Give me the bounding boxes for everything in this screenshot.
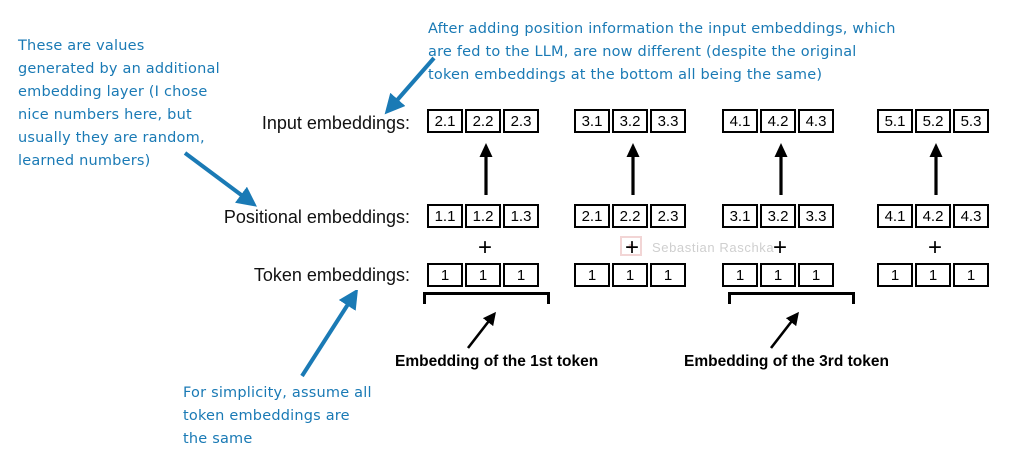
- token-embeddings-group-4: 1 1 1: [877, 263, 989, 287]
- cell: 4.3: [953, 204, 989, 228]
- cell: 1: [760, 263, 796, 287]
- watermark-text: Sebastian Raschka: [652, 240, 775, 255]
- cell: 2.3: [503, 109, 539, 133]
- cell: 1: [612, 263, 648, 287]
- cell: 1: [798, 263, 834, 287]
- positional-embeddings-group-3: 3.1 3.2 3.3: [722, 204, 834, 228]
- cell: 3.3: [650, 109, 686, 133]
- cell: 1: [650, 263, 686, 287]
- positional-embeddings-group-4: 4.1 4.2 4.3: [877, 204, 989, 228]
- cell: 1.2: [465, 204, 501, 228]
- cell: 2.1: [427, 109, 463, 133]
- watermark-logo-icon: ■: [620, 236, 642, 256]
- cell: 3.2: [760, 204, 796, 228]
- plus-sign-group-1: +: [478, 234, 493, 261]
- cell: 3.2: [612, 109, 648, 133]
- cell: 5.3: [953, 109, 989, 133]
- cell: 1: [503, 263, 539, 287]
- cell: 1.1: [427, 204, 463, 228]
- bracket-third-token: [728, 292, 855, 304]
- token-embeddings-group-2: 1 1 1: [574, 263, 686, 287]
- caption-third-token: Embedding of the 3rd token: [684, 353, 889, 370]
- sum-arrow-group-2: [626, 143, 640, 195]
- blue-arrow-to-token-embeddings: [300, 290, 359, 378]
- input-embeddings-group-1: 2.1 2.2 2.3: [427, 109, 539, 133]
- row-label-input-embeddings: Input embeddings:: [261, 113, 410, 133]
- bracket-first-token: [423, 292, 550, 304]
- cell: 2.1: [574, 204, 610, 228]
- cell: 1.3: [503, 204, 539, 228]
- positional-embeddings-group-2: 2.1 2.2 2.3: [574, 204, 686, 228]
- input-embeddings-group-4: 5.1 5.2 5.3: [877, 109, 989, 133]
- cell: 4.2: [915, 204, 951, 228]
- pointer-arrow-first-token: [466, 311, 496, 349]
- annotation-input-embeddings: After adding position information the in…: [428, 21, 896, 83]
- token-embeddings-group-1: 1 1 1: [427, 263, 539, 287]
- cell: 2.3: [650, 204, 686, 228]
- row-label-token-embeddings: Token embeddings:: [253, 265, 410, 285]
- blue-arrow-to-input-embeddings: [384, 56, 436, 115]
- annotation-token-embeddings-same: For simplicity, assume all token embeddi…: [183, 385, 372, 447]
- token-embeddings-group-3: 1 1 1: [722, 263, 834, 287]
- input-embeddings-group-2: 3.1 3.2 3.3: [574, 109, 686, 133]
- plus-sign-group-4: +: [928, 234, 943, 261]
- cell: 2.2: [612, 204, 648, 228]
- cell: 3.3: [798, 204, 834, 228]
- blue-arrow-to-positional-embeddings: [183, 151, 257, 207]
- cell: 1: [915, 263, 951, 287]
- sum-arrow-group-4: [929, 143, 943, 195]
- cell: 1: [722, 263, 758, 287]
- plus-sign-group-2: +: [625, 234, 640, 261]
- sum-arrow-group-3: [774, 143, 788, 195]
- annotation-positional-values: These are values generated by an additio…: [18, 38, 220, 169]
- row-label-positional-embeddings: Positional embeddings:: [223, 207, 410, 227]
- cell: 5.2: [915, 109, 951, 133]
- cell: 4.1: [877, 204, 913, 228]
- cell: 1: [877, 263, 913, 287]
- cell: 2.2: [465, 109, 501, 133]
- cell: 1: [465, 263, 501, 287]
- cell: 4.2: [760, 109, 796, 133]
- sum-arrow-group-1: [479, 143, 493, 195]
- plus-sign-group-3: +: [773, 234, 788, 261]
- cell: 1: [427, 263, 463, 287]
- positional-embeddings-group-1: 1.1 1.2 1.3: [427, 204, 539, 228]
- caption-first-token: Embedding of the 1st token: [395, 353, 599, 370]
- cell: 3.1: [722, 204, 758, 228]
- cell: 4.3: [798, 109, 834, 133]
- cell: 3.1: [574, 109, 610, 133]
- cell: 1: [953, 263, 989, 287]
- cell: 1: [574, 263, 610, 287]
- pointer-arrow-third-token: [769, 311, 799, 349]
- cell: 4.1: [722, 109, 758, 133]
- input-embeddings-group-3: 4.1 4.2 4.3: [722, 109, 834, 133]
- cell: 5.1: [877, 109, 913, 133]
